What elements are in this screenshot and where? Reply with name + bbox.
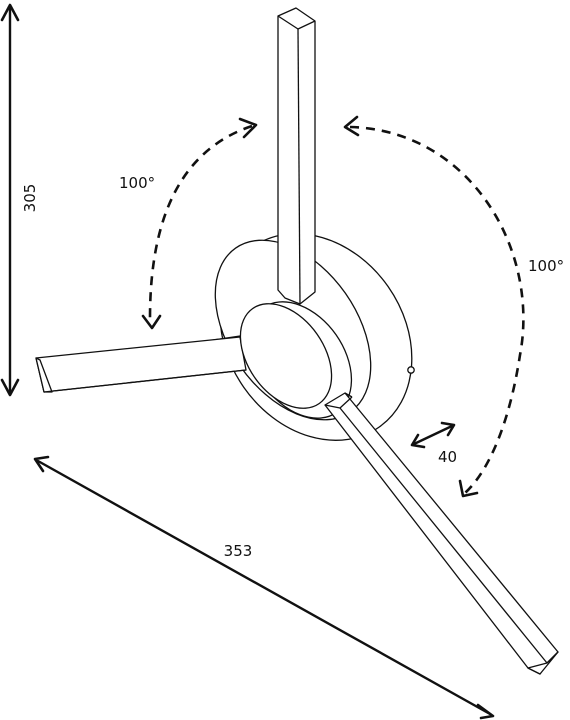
left-angle-arc xyxy=(141,117,258,330)
bottom-right-arm xyxy=(324,392,559,675)
front-cap xyxy=(239,301,353,419)
height-dimension xyxy=(0,3,20,397)
left-angle-label: 100° xyxy=(119,174,155,192)
width-label: 353 xyxy=(224,542,253,560)
fixture xyxy=(35,7,559,675)
depth-label: 40 xyxy=(438,448,457,466)
width-dimension xyxy=(33,455,495,720)
right-angle-arc xyxy=(343,115,525,498)
top-arm xyxy=(277,7,316,305)
right-angle-label: 100° xyxy=(528,257,564,275)
screw-hole xyxy=(407,366,415,374)
depth-dimension xyxy=(410,421,456,449)
left-arm xyxy=(35,335,253,393)
height-label: 305 xyxy=(21,184,39,213)
